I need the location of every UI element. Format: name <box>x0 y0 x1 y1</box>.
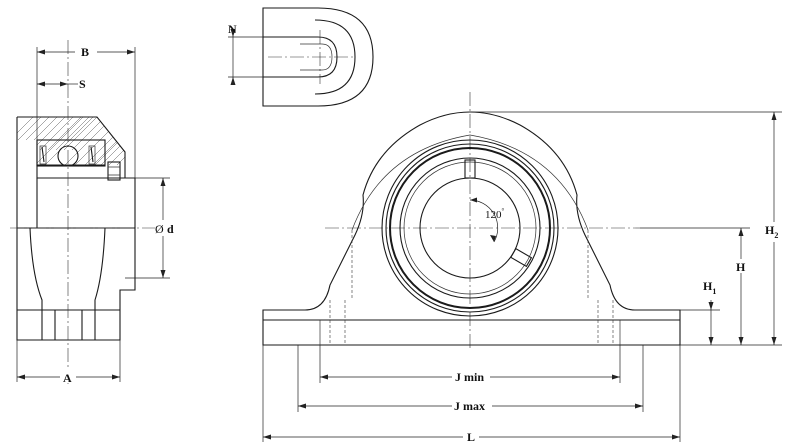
dimension-d: Ø d <box>125 177 179 279</box>
dimension-N: N <box>228 22 263 85</box>
side-section-view: B S A Ø d <box>10 40 179 385</box>
housing-bore <box>381 139 559 317</box>
label-B: B <box>81 45 89 59</box>
label-S: S <box>79 77 86 91</box>
dimension-J-min: J min <box>319 345 621 384</box>
label-H1: H1 <box>703 279 716 296</box>
dimension-L: L <box>262 345 681 444</box>
label-d: d <box>167 222 174 236</box>
label-angle-120: 120° <box>485 207 505 221</box>
label-J-min: J min <box>455 370 484 384</box>
set-screw-top <box>464 159 476 179</box>
dimension-J-max: J max <box>297 345 644 413</box>
label-J-max: J max <box>454 399 485 413</box>
label-A: A <box>63 371 72 385</box>
top-view-detail: N <box>228 7 374 107</box>
label-H2: H2 <box>765 223 778 240</box>
dimension-H1: H1 <box>680 279 720 345</box>
label-diameter-symbol: Ø <box>155 222 164 236</box>
label-N: N <box>228 22 237 36</box>
dimension-B: B <box>36 44 136 178</box>
dimension-H: H <box>640 227 750 345</box>
front-view: 120° H2 H H1 <box>262 92 784 444</box>
label-H: H <box>736 260 746 274</box>
dimension-A: A <box>16 340 121 385</box>
dimension-S: S <box>37 77 86 91</box>
set-screw <box>107 161 121 181</box>
set-screw-angled <box>510 247 533 268</box>
angle-120: 120° <box>469 197 505 243</box>
dimension-H2: H2 <box>470 111 784 346</box>
label-L: L <box>467 430 475 444</box>
